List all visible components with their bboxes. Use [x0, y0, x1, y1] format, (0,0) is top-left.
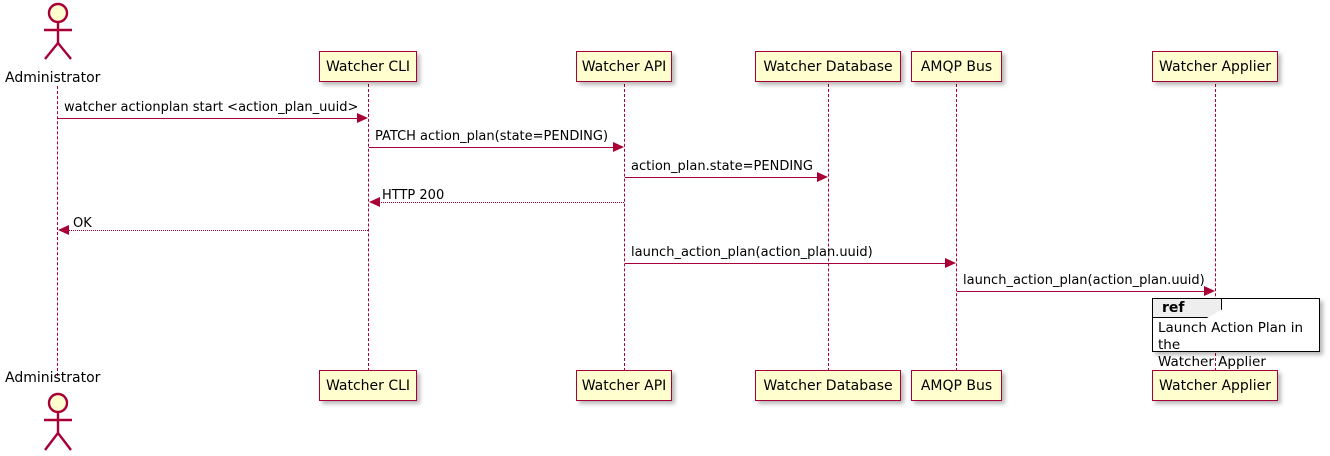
- lifeline-watcher-database: [828, 84, 829, 371]
- ref-frame-tab-label: ref: [1162, 300, 1185, 316]
- participant-watcher-applier-bottom[interactable]: Watcher Applier: [1152, 370, 1278, 401]
- participant-watcher-database-bottom[interactable]: Watcher Database: [755, 370, 901, 401]
- message-label-ok: OK: [73, 216, 92, 231]
- lifeline-watcher-applier: [1215, 84, 1216, 371]
- ref-frame-tab: ref: [1153, 299, 1222, 318]
- participant-watcher-applier-top[interactable]: Watcher Applier: [1152, 51, 1278, 82]
- message-arrowhead-actionplan-start: [357, 113, 368, 123]
- participant-label-amqp-bus-top: AMQP Bus: [920, 58, 993, 75]
- participant-label-watcher-cli-bottom: Watcher CLI: [325, 377, 411, 394]
- message-line-http-200: [379, 202, 624, 203]
- message-line-action-plan-state-pending: [625, 177, 818, 178]
- message-line-patch-action-plan: [369, 147, 614, 148]
- lifeline-watcher-api: [624, 84, 625, 371]
- message-line-actionplan-start: [58, 118, 358, 119]
- message-arrowhead-launch-action-plan-bus: [945, 258, 956, 268]
- message-arrowhead-http-200: [369, 197, 380, 207]
- lifeline-administrator: [57, 86, 58, 376]
- participant-amqp-bus-bottom[interactable]: AMQP Bus: [911, 370, 1002, 401]
- lifeline-amqp-bus: [956, 84, 957, 371]
- participant-label-watcher-database-bottom: Watcher Database: [763, 377, 893, 394]
- participant-label-amqp-bus-bottom: AMQP Bus: [920, 377, 993, 394]
- ref-frame-body-text: Launch Action Plan in the Watcher Applie…: [1158, 320, 1304, 370]
- participant-amqp-bus-top[interactable]: AMQP Bus: [911, 51, 1002, 82]
- participant-watcher-api-top[interactable]: Watcher API: [576, 51, 672, 82]
- participant-label-watcher-database-top: Watcher Database: [763, 58, 893, 75]
- message-arrowhead-patch-action-plan: [613, 142, 624, 152]
- message-arrowhead-action-plan-state-pending: [817, 172, 828, 182]
- participant-label-watcher-applier-bottom: Watcher Applier: [1159, 377, 1271, 394]
- message-label-patch-action-plan: PATCH action_plan(state=PENDING): [375, 129, 609, 144]
- message-label-action-plan-state-pending: action_plan.state=PENDING: [631, 159, 813, 174]
- message-label-launch-action-plan-applier: launch_action_plan(action_plan.uuid): [963, 273, 1205, 288]
- actor-administrator-top: [44, 2, 72, 60]
- participant-label-watcher-api-bottom: Watcher API: [581, 377, 667, 394]
- message-arrowhead-ok: [58, 225, 69, 235]
- message-label-launch-action-plan-bus: launch_action_plan(action_plan.uuid): [631, 245, 873, 260]
- participant-watcher-cli-bottom[interactable]: Watcher CLI: [319, 370, 417, 401]
- message-line-ok: [68, 230, 368, 231]
- lifeline-watcher-cli: [368, 84, 369, 371]
- message-arrowhead-launch-action-plan-applier: [1204, 286, 1215, 296]
- message-label-actionplan-start: watcher actionplan start <action_plan_uu…: [64, 100, 359, 115]
- actor-label-administrator-top: Administrator: [5, 70, 101, 86]
- participant-watcher-database-top[interactable]: Watcher Database: [755, 51, 901, 82]
- participant-watcher-api-bottom[interactable]: Watcher API: [576, 370, 672, 401]
- message-line-launch-action-plan-bus: [625, 263, 946, 264]
- participant-label-watcher-applier-top: Watcher Applier: [1159, 58, 1271, 75]
- participant-watcher-cli-top[interactable]: Watcher CLI: [319, 51, 417, 82]
- participant-label-watcher-cli-top: Watcher CLI: [325, 58, 411, 75]
- message-line-launch-action-plan-applier: [957, 291, 1205, 292]
- message-label-http-200: HTTP 200: [382, 188, 445, 203]
- ref-frame-launch-action-plan: ref Launch Action Plan in the Watcher Ap…: [1152, 298, 1320, 370]
- actor-label-administrator-bottom: Administrator: [5, 370, 101, 386]
- actor-administrator-bottom: [44, 392, 72, 451]
- participant-label-watcher-api-top: Watcher API: [581, 58, 667, 75]
